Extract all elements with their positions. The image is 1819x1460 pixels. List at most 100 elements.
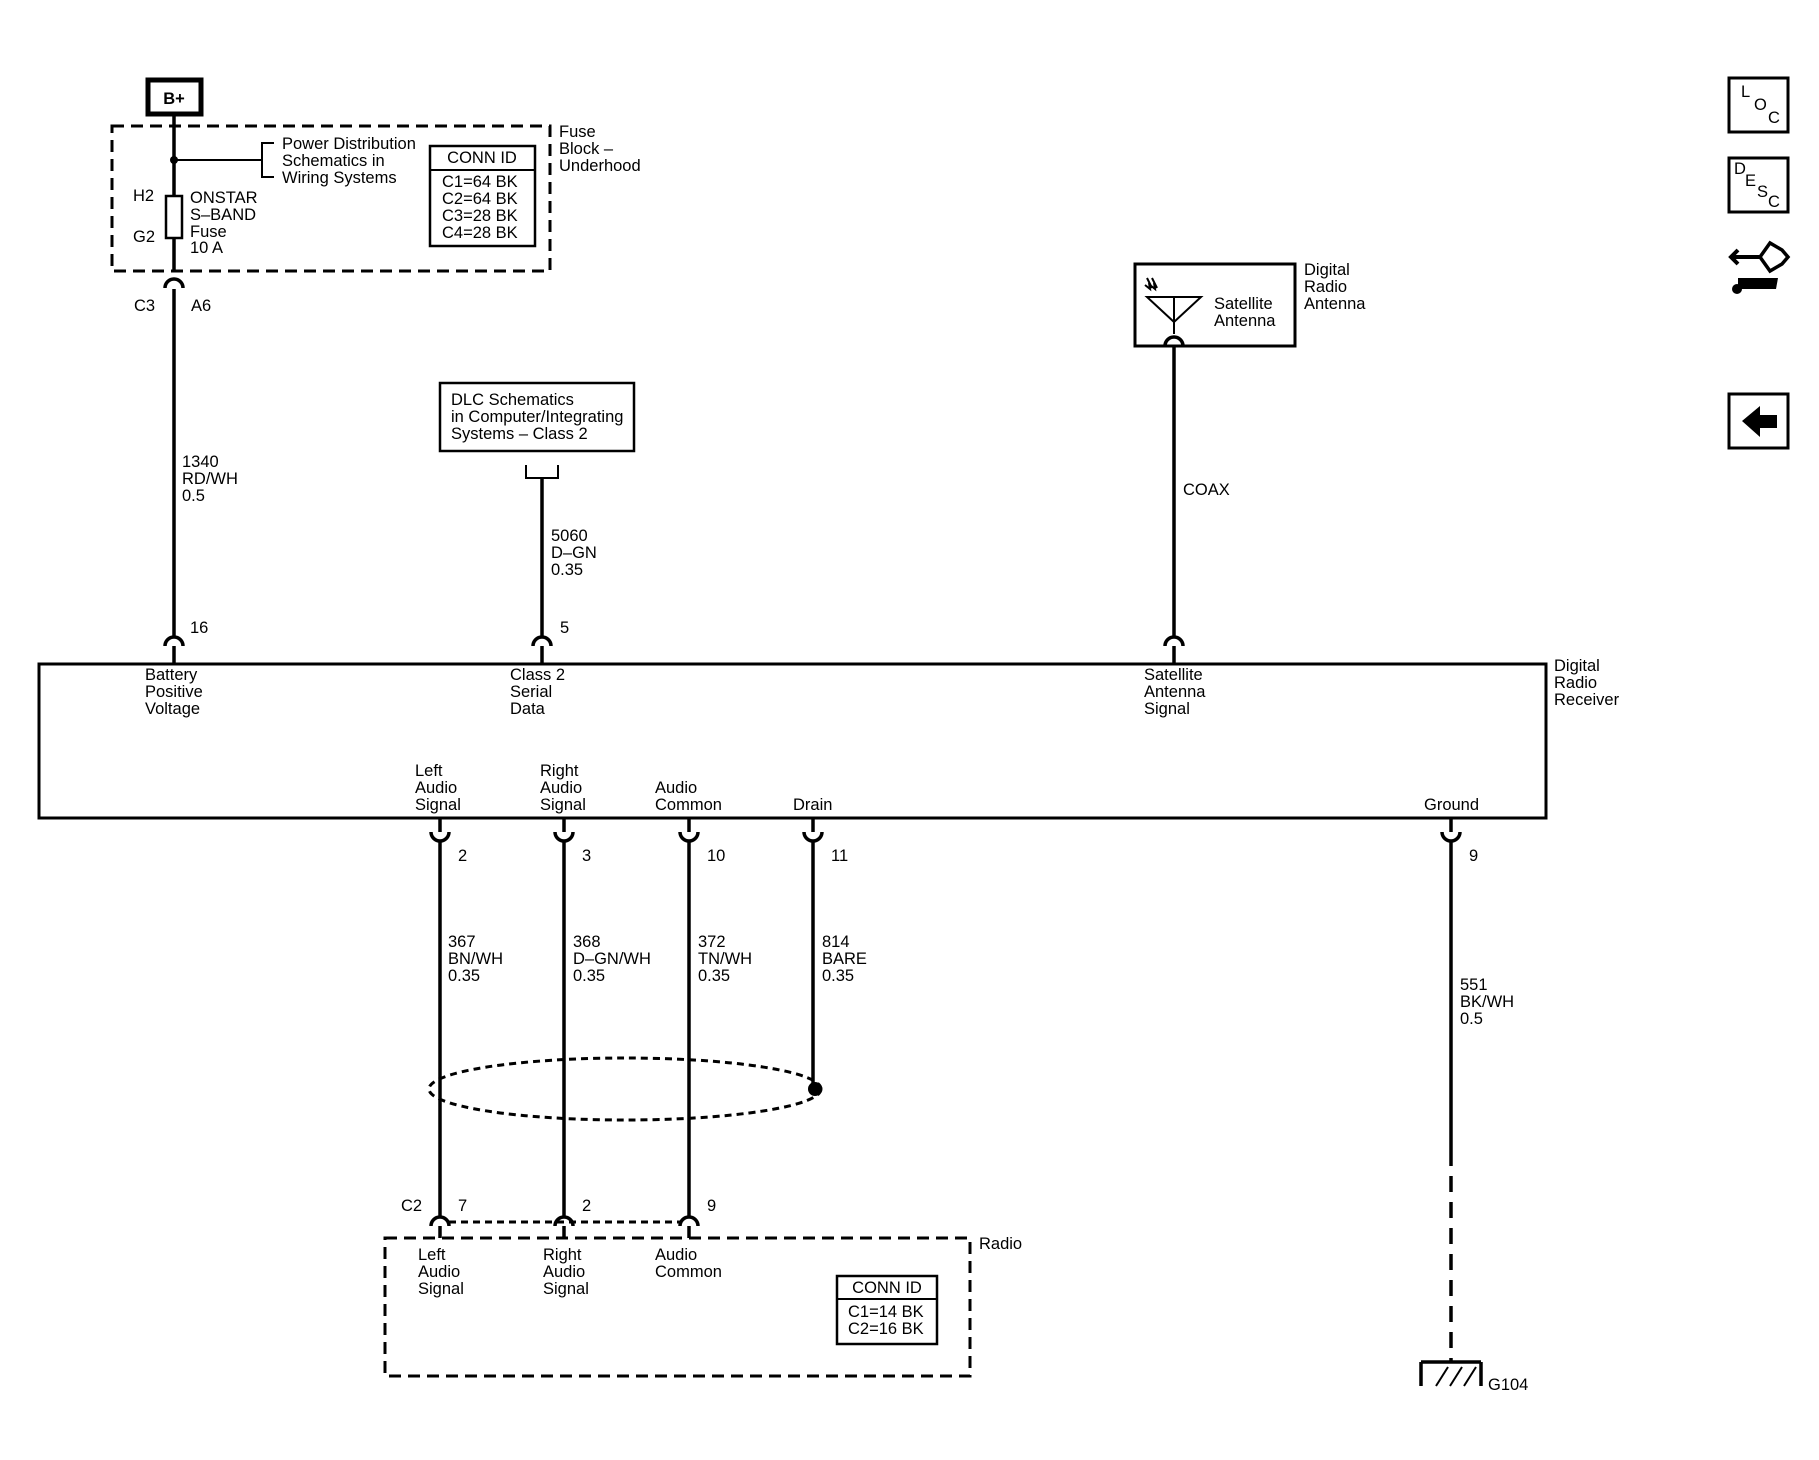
wire-coax-label: COAX	[1183, 481, 1230, 499]
loc-letter-1: L	[1741, 83, 1750, 101]
receiver-label-left-1: Left	[415, 762, 443, 780]
fuse-block-conn-id-table: CONN ID C1=64 BK C2=64 BK C3=28 BK C4=28…	[428, 144, 537, 248]
fuse-name-3: Fuse	[190, 223, 227, 241]
shield-ellipse	[427, 1056, 823, 1122]
receiver-pin-class2: 5	[560, 619, 569, 637]
antenna-name-3: Antenna	[1304, 295, 1366, 313]
battery-supply-box: B+	[145, 77, 204, 117]
pd-ref-2: Schematics in	[282, 152, 385, 170]
conn-id-c4: C4=28 BK	[442, 224, 518, 242]
wire-ground-color: BK/WH	[1460, 993, 1514, 1011]
connector-c3-icon	[163, 277, 185, 289]
wire-left-color: BN/WH	[448, 950, 503, 968]
receiver-label-right-1: Right	[540, 762, 579, 780]
wire-drain-circuit: 814	[822, 933, 850, 951]
fuse-block-connector-pin: A6	[191, 297, 211, 315]
receiver-pin-left: 2	[458, 847, 467, 865]
radio-label-right-3: Signal	[543, 1280, 589, 1298]
back-arrow-button[interactable]	[1727, 392, 1790, 450]
wire-battery-circuit: 1340	[182, 453, 219, 471]
receiver-label-ground: Ground	[1424, 796, 1479, 814]
fuse-name-2: S–BAND	[190, 206, 256, 224]
fuse-name-1: ONSTAR	[190, 189, 258, 207]
fuse-block-name-1: Fuse	[559, 123, 596, 141]
digital-radio-antenna-box	[1133, 262, 1297, 348]
dlc-ref-2: in Computer/Integrating	[451, 408, 623, 426]
radio-outline	[383, 1236, 972, 1378]
fuse-block-connector: C3	[134, 297, 155, 315]
radio-label-common-2: Common	[655, 1263, 722, 1281]
pd-ref-3: Wiring Systems	[282, 169, 397, 187]
receiver-name-1: Digital	[1554, 657, 1600, 675]
radio-label-common-1: Audio	[655, 1246, 697, 1264]
radio-pin-left: 7	[458, 1197, 467, 1215]
receiver-label-common-2: Common	[655, 796, 722, 814]
receiver-label-drain: Drain	[793, 796, 832, 814]
connector-plug-icon[interactable]	[1728, 240, 1791, 294]
receiver-pin-ground: 9	[1469, 847, 1478, 865]
receiver-pin-battery-icon	[163, 635, 185, 647]
lower-pin-connectors	[429, 818, 1462, 843]
receiver-label-class2-1: Class 2	[510, 666, 565, 684]
conn-id-c1: C1=64 BK	[442, 173, 518, 191]
pd-ref-bracket	[261, 142, 274, 178]
receiver-label-left-2: Audio	[415, 779, 457, 797]
wire-right-color: D–GN/WH	[573, 950, 651, 968]
desc-letter-1: D	[1734, 160, 1746, 178]
wire-common-color: TN/WH	[698, 950, 752, 968]
receiver-pin-right: 3	[582, 847, 591, 865]
receiver-label-battery-1: Battery	[145, 666, 198, 684]
dlc-ref-bracket	[525, 465, 559, 479]
loc-button[interactable]: L O C	[1727, 76, 1790, 134]
ground-icon	[1419, 1360, 1483, 1387]
radio-label-right-2: Audio	[543, 1263, 585, 1281]
desc-letter-3: S	[1757, 183, 1768, 201]
fuse-name-4: 10 A	[190, 239, 223, 257]
dlc-ref-1: DLC Schematics	[451, 391, 574, 409]
receiver-name-3: Receiver	[1554, 691, 1620, 709]
radio-label-left-3: Signal	[418, 1280, 464, 1298]
receiver-label-satellite-1: Satellite	[1144, 666, 1203, 684]
dlc-reference-box	[438, 381, 636, 453]
receiver-label-right-2: Audio	[540, 779, 582, 797]
desc-letter-2: E	[1745, 172, 1756, 190]
fuse-block-name-2: Block –	[559, 140, 614, 158]
radio-pin-common: 9	[707, 1197, 716, 1215]
wire-right-circuit: 368	[573, 933, 601, 951]
radio-conn-id-table: CONN ID C1=14 BK C2=16 BK	[835, 1274, 939, 1346]
wire-left-circuit: 367	[448, 933, 476, 951]
wire-common-circuit: 372	[698, 933, 726, 951]
receiver-label-battery-3: Voltage	[145, 700, 200, 718]
fuse-block-name-3: Underhood	[559, 157, 641, 175]
fuse-block-outline	[110, 124, 552, 273]
radio-label-left-2: Audio	[418, 1263, 460, 1281]
wire-right-gauge: 0.35	[573, 967, 605, 985]
radio-label-left-1: Left	[418, 1246, 446, 1264]
desc-button[interactable]: D E S C	[1727, 156, 1790, 214]
digital-radio-receiver-box	[37, 662, 1548, 820]
radio-pin-right: 2	[582, 1197, 591, 1215]
antenna-inner-1: Satellite	[1214, 295, 1273, 313]
wire-drain-color: BARE	[822, 950, 867, 968]
conn-id-title: CONN ID	[447, 149, 517, 167]
antenna-name-2: Radio	[1304, 278, 1347, 296]
receiver-pin-satellite-icon	[1163, 635, 1185, 647]
wire-class2-circuit: 5060	[551, 527, 588, 545]
antenna-connector-icon	[1163, 335, 1185, 347]
receiver-label-satellite-2: Antenna	[1144, 683, 1206, 701]
receiver-label-common-1: Audio	[655, 779, 697, 797]
pd-ref-1: Power Distribution	[282, 135, 416, 153]
conn-id-c2: C2=64 BK	[442, 190, 518, 208]
ground-point-label: G104	[1488, 1376, 1528, 1394]
wire-ground-gauge: 0.5	[1460, 1010, 1483, 1028]
fuse-pin-bottom: G2	[133, 228, 155, 246]
battery-supply-label: B+	[163, 90, 185, 108]
wire-class2-color: D–GN	[551, 544, 597, 562]
receiver-pin-common: 10	[707, 847, 725, 865]
wire-class2-gauge: 0.35	[551, 561, 583, 579]
antenna-inner-2: Antenna	[1214, 312, 1276, 330]
wire-common-gauge: 0.35	[698, 967, 730, 985]
radio-label-right-1: Right	[543, 1246, 582, 1264]
radio-conn-id-title: CONN ID	[852, 1279, 922, 1297]
